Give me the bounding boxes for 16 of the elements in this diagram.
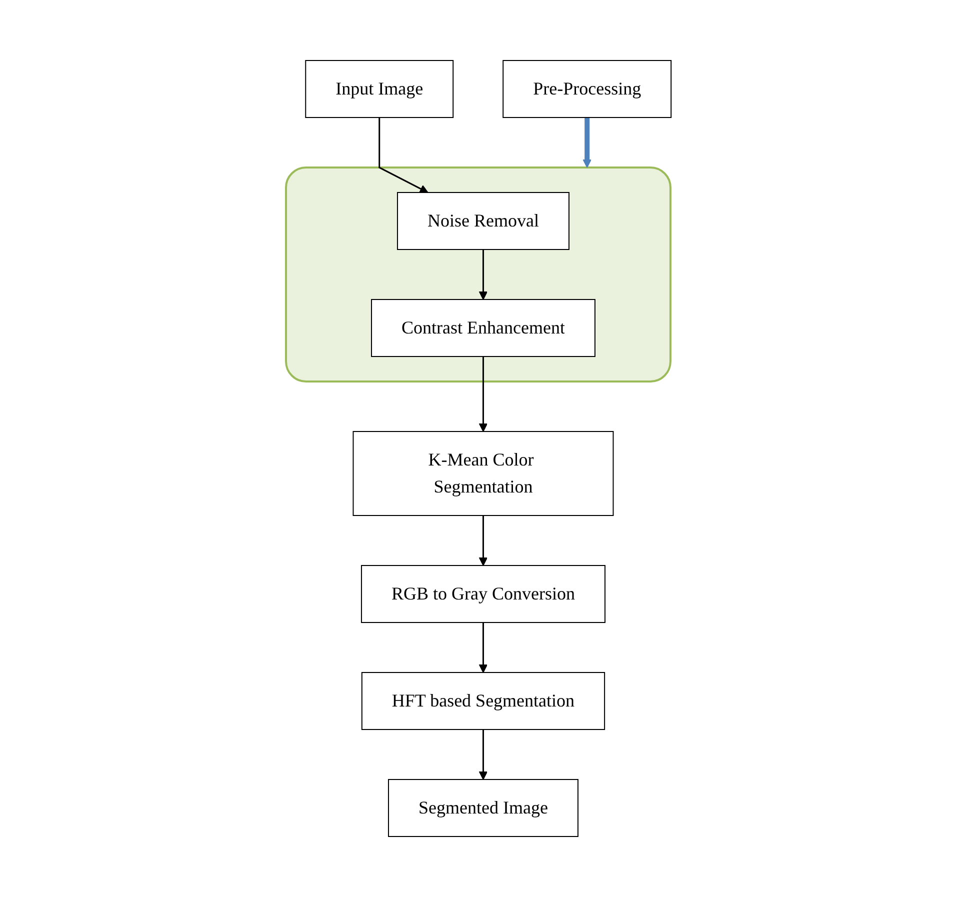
arrow: [478, 622, 488, 673]
arrow: [478, 516, 488, 566]
arrow: [378, 118, 428, 193]
node-box: Noise Removal: [396, 192, 570, 250]
arrow: [478, 730, 488, 780]
arrow: [478, 250, 488, 300]
arrow: [582, 118, 592, 168]
cluster: [284, 166, 672, 382]
node-box: Input Image: [305, 60, 454, 118]
arrow: [478, 356, 488, 432]
node-box: Pre-Processing: [502, 60, 672, 118]
node-box: Contrast Enhancement: [370, 299, 596, 357]
node-box: Segmented Image: [388, 779, 578, 837]
node-box: RGB to Gray Conversion: [360, 565, 606, 623]
node-box: HFT based Segmentation: [361, 672, 605, 730]
node-box: K-Mean Color Segmentation: [352, 431, 614, 516]
